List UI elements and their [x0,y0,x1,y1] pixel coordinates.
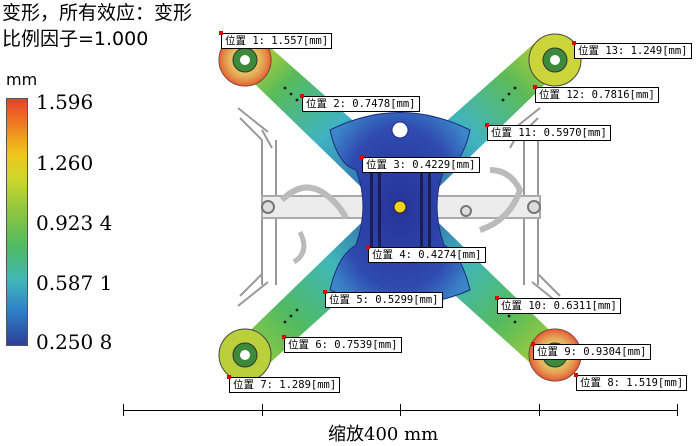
probe-9[interactable]: 位置 9: 0.9304[mm] [531,342,651,360]
probe-13[interactable]: 位置 13: 1.249[mm] [572,41,692,59]
scale-tick [400,404,401,416]
legend-tick-min: 0.250 8 [36,330,113,354]
probe-6[interactable]: 位置 6: 0.7539[mm] [282,335,402,353]
scale-factor-text: 比例因子=1.000 [2,28,149,50]
center-node-icon [393,200,407,214]
probe-12[interactable]: 位置 12: 0.7816[mm] [533,85,659,103]
probe-7[interactable]: 位置 7: 1.289[mm] [226,375,341,393]
scale-tick [539,404,540,416]
result-title: 变形，所有效应：变形 [2,2,193,24]
scale-label: 缩放400 mm [328,424,439,445]
probe-5[interactable]: 位置 5: 0.5299[mm] [323,290,443,308]
probe-3[interactable]: 位置 3: 0.4229[mm] [360,155,480,173]
probe-10[interactable]: 位置 10: 0.6311[mm] [495,296,621,314]
legend-tick-low: 0.587 1 [36,271,113,295]
motor-mount-bottom-left [218,328,272,382]
scale-tick [262,404,263,416]
probe-11[interactable]: 位置 11: 0.5970[mm] [485,123,611,141]
scale-tick [677,404,678,416]
probe-8[interactable]: 位置 8: 1.519[mm] [573,373,688,391]
vent-holes [370,170,431,250]
legend-unit: mm [6,70,38,89]
legend-tick-max: 1.596 [36,90,94,114]
probe-1[interactable]: 位置 1: 1.557[mm] [218,31,333,49]
motor-mount-top-right [528,33,582,87]
legend-tick-mid: 0.923 4 [36,211,113,235]
legend-tick-high: 1.260 [36,151,94,175]
probe-2[interactable]: 位置 2: 0.7478[mm] [300,94,420,112]
legend-color-bar[interactable] [6,98,28,346]
scale-tick [123,404,124,416]
mount-hole [391,121,409,139]
probe-4[interactable]: 位置 4: 0.4274[mm] [366,245,486,263]
